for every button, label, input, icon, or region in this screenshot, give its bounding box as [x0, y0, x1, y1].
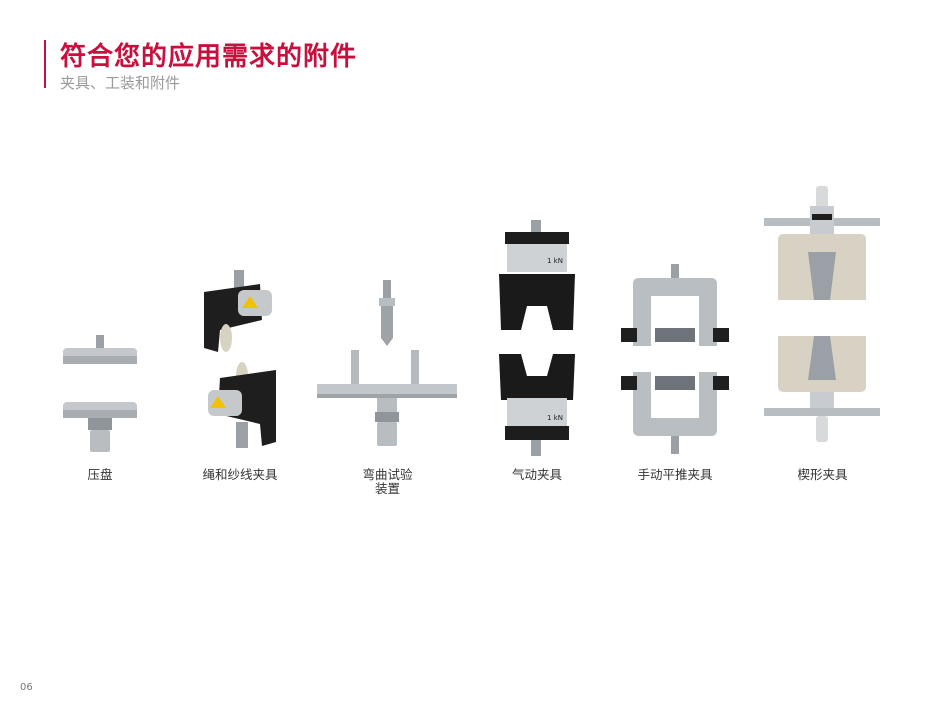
- product-label: 手动平推夹具: [637, 467, 713, 482]
- product-label: 弯曲试验 装置: [362, 467, 413, 496]
- product-label: 气动夹具: [511, 467, 562, 482]
- product-wedge-grips: 楔形夹具: [760, 180, 885, 510]
- rope-yarn-grips-image: [204, 270, 276, 448]
- product-bend-fixture: 弯曲试验 装置: [315, 180, 460, 510]
- pneumatic-badge-top: 1 kN: [547, 257, 563, 265]
- title-accent-bar: [44, 40, 46, 88]
- compression-platens-image: [63, 335, 137, 452]
- wedge-grips-image: [764, 186, 880, 442]
- page-subtitle: 夹具、工装和附件: [60, 74, 181, 92]
- product-label: 绳和纱线夹具: [202, 467, 278, 482]
- product-manual-side-grips: 手动平推夹具: [615, 180, 735, 510]
- manual-side-grips-image: [621, 264, 729, 454]
- pneumatic-badge-bottom: 1 kN: [547, 414, 563, 422]
- bend-fixture-image: [317, 280, 457, 446]
- product-label: 楔形夹具: [797, 467, 848, 482]
- product-label: 压盘: [87, 467, 113, 482]
- page-title: 符合您的应用需求的附件: [60, 42, 358, 72]
- page-number: 06: [20, 682, 33, 693]
- product-pneumatic-grips: 1 kN 1 kN 气动夹具: [487, 180, 587, 510]
- product-rope-yarn-grips: 绳和纱线夹具: [190, 180, 290, 510]
- pneumatic-grips-image: 1 kN 1 kN: [499, 220, 575, 456]
- product-compression-platens: 压盘: [50, 180, 150, 510]
